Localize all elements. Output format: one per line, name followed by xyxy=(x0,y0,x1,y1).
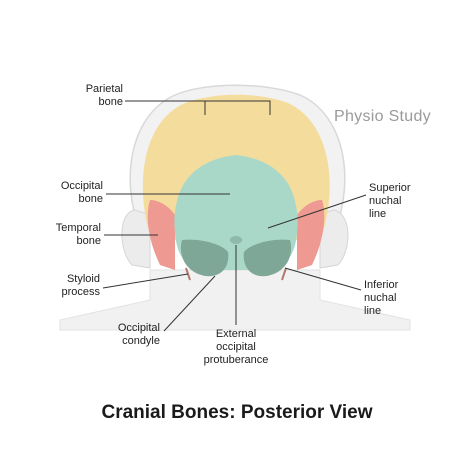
label-occipital-bone: Occipital bone xyxy=(60,180,103,205)
left-ear xyxy=(121,209,151,269)
leader-parietal-2 xyxy=(205,100,271,115)
page-title: Cranial Bones: Posterior View xyxy=(101,402,373,423)
label-temporal-bone: Temporal bone xyxy=(55,222,101,247)
neck-silhouette xyxy=(59,269,411,331)
protuberance-mark xyxy=(230,236,242,244)
leader-lines xyxy=(102,100,367,332)
occipital-condyle-right xyxy=(243,239,292,277)
temporal-bone-right xyxy=(297,200,325,270)
label-styloid-process: Styloid process xyxy=(61,273,100,298)
leader-superior xyxy=(267,194,367,229)
leader-inferior xyxy=(284,267,362,291)
label-occipital-condyle: Occipital condyle xyxy=(117,322,160,347)
temporal-bone-left xyxy=(147,200,175,270)
leader-condyle xyxy=(163,275,216,332)
leader-styloid xyxy=(102,273,189,289)
label-parietal-bone: Parietal bone xyxy=(85,83,123,108)
watermark-text: Physio Study xyxy=(334,108,431,125)
label-external-occipital-protuberance: External occipital protuberance xyxy=(203,328,269,366)
label-inferior-nuchal-line: Inferior nuchal line xyxy=(364,279,399,317)
occipital-condyle-left xyxy=(180,239,229,277)
right-ear xyxy=(319,209,349,269)
label-superior-nuchal-line: Superior nuchal line xyxy=(369,182,411,220)
styloid-right xyxy=(281,267,287,281)
